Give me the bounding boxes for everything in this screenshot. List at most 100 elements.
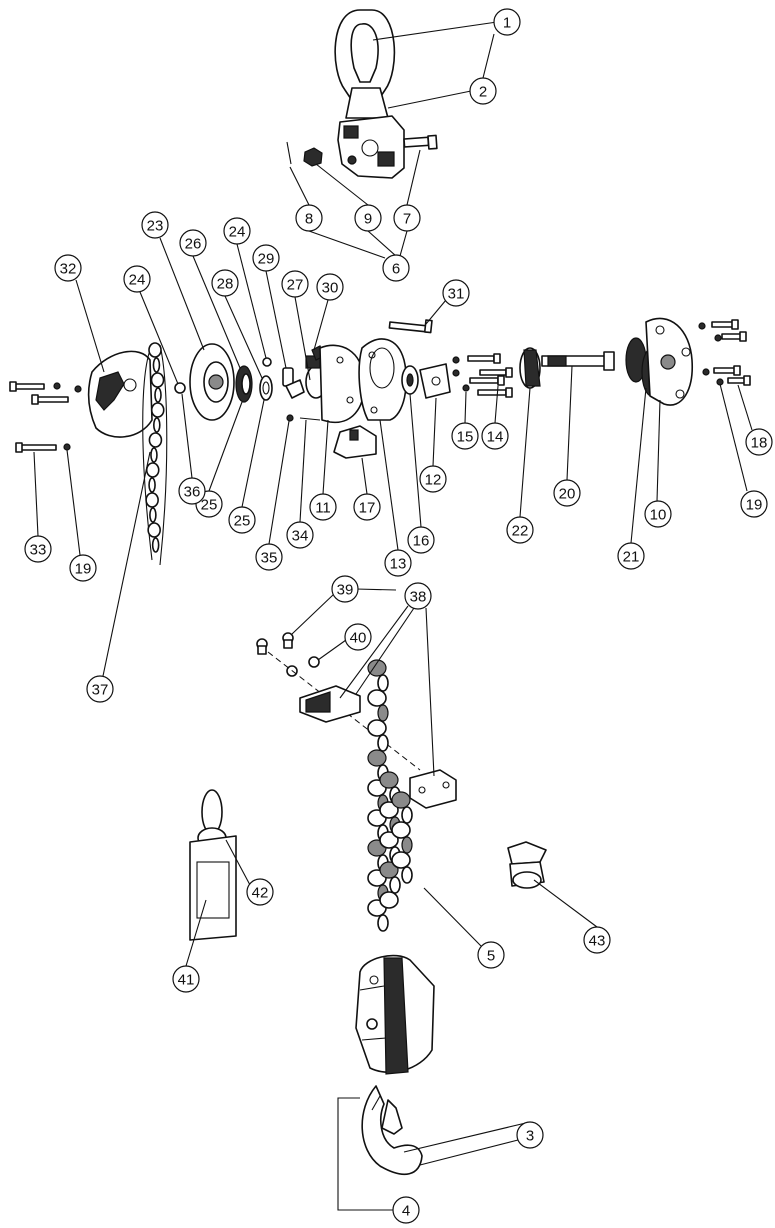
hand-chain-link (154, 387, 162, 403)
callout-circle (553, 479, 581, 507)
hand-chain (142, 342, 168, 566)
callout-circle (281, 270, 309, 298)
load-chain-link (391, 851, 411, 869)
pinion-gear (519, 347, 541, 389)
part-callout: 38 (404, 582, 432, 610)
callout-circle (393, 204, 421, 232)
load-chain-link (377, 674, 389, 692)
load-chain-link (379, 771, 399, 789)
housing-plate (319, 344, 365, 424)
part-callout: 12 (419, 465, 447, 493)
callout-circle (223, 217, 251, 245)
hand-wheel (189, 343, 235, 421)
load-chain-link (377, 734, 389, 752)
callout-number: 19 (746, 497, 763, 514)
callout-number: 31 (448, 286, 465, 303)
hand-chain-link (152, 417, 161, 433)
stopper-bolts (256, 632, 320, 677)
bearing (401, 365, 419, 395)
small-washer (262, 357, 272, 367)
part-callout: 24 (123, 265, 151, 293)
callout-number: 29 (258, 251, 275, 268)
callout-circle (382, 254, 410, 282)
friction-washer (259, 375, 273, 401)
load-chain-link (391, 791, 411, 809)
part-callout: 27 (281, 270, 309, 298)
callout-number: 43 (589, 933, 606, 950)
hand-chain-link (152, 357, 161, 373)
load-chain-link (389, 876, 401, 894)
callout-number: 27 (287, 277, 304, 294)
callout-circle (179, 229, 207, 257)
part-callout: 15 (451, 422, 479, 450)
load-chain-link (367, 659, 387, 677)
hand-chain-link (150, 402, 165, 418)
callout-circle (493, 8, 521, 36)
callout-circle (252, 244, 280, 272)
callout-number: 2 (479, 84, 487, 101)
part-callout: 41 (172, 965, 200, 993)
part-callout: 34 (286, 521, 314, 549)
callout-number: 16 (413, 533, 430, 550)
callout-circle (123, 265, 151, 293)
chain-guide (333, 425, 377, 459)
hand-chain-link (145, 492, 159, 508)
left-bolts (9, 381, 82, 453)
load-chain-link (367, 689, 387, 707)
part-callout: 2 (469, 77, 497, 105)
chain-bracket-right (409, 769, 457, 809)
callout-circle (419, 465, 447, 493)
part-callout: 4 (392, 1196, 420, 1224)
part-callout: 9 (354, 204, 382, 232)
callout-number: 24 (229, 224, 246, 241)
part-callout: 19 (740, 490, 768, 518)
side-cover-plate (87, 350, 153, 438)
part-callout: 22 (506, 516, 534, 544)
load-chain-link (379, 831, 399, 849)
gear-bolts (452, 353, 513, 398)
warning-tag (189, 789, 237, 941)
callout-number: 12 (425, 472, 442, 489)
callout-number: 10 (650, 507, 667, 524)
callout-circle (309, 493, 337, 521)
load-chain-link (401, 866, 413, 884)
callout-circle (228, 506, 256, 534)
part-callout: 33 (24, 535, 52, 563)
pawl-pin (299, 417, 321, 421)
callout-number: 11 (315, 500, 331, 517)
load-chain-link (379, 891, 399, 909)
callout-circle (86, 675, 114, 703)
small-pin (286, 414, 294, 422)
part-callout: 39 (331, 575, 359, 603)
load-chain-link (401, 836, 413, 854)
callout-number: 22 (512, 523, 529, 540)
callout-number: 25 (234, 513, 251, 530)
callout-number: 3 (526, 1128, 534, 1145)
load-chain-link (367, 719, 387, 737)
callout-circle (617, 542, 645, 570)
cotter-pin (286, 141, 292, 165)
part-callout: 43 (583, 926, 611, 954)
part-callout: 42 (246, 878, 274, 906)
end-cover-plate (645, 317, 693, 406)
callout-circle (24, 535, 52, 563)
load-chain-link (377, 704, 389, 722)
part-callout: 10 (644, 500, 672, 528)
part-callout: 11 (309, 493, 337, 521)
part-callout: 3 (516, 1121, 544, 1149)
load-chain-link (379, 861, 399, 879)
part-callout: 36 (178, 477, 206, 505)
hand-chain-link (150, 447, 158, 463)
callout-circle (69, 554, 97, 582)
pawl (282, 367, 305, 399)
callout-circle (384, 549, 412, 577)
load-sheave-body (358, 338, 408, 421)
callout-circle (178, 477, 206, 505)
load-chain-link (391, 821, 411, 839)
callout-circle (506, 516, 534, 544)
part-callout: 20 (553, 479, 581, 507)
hand-chain-link (151, 537, 160, 553)
callout-number: 33 (30, 542, 47, 559)
callout-number: 8 (305, 211, 313, 228)
callout-circle (469, 77, 497, 105)
